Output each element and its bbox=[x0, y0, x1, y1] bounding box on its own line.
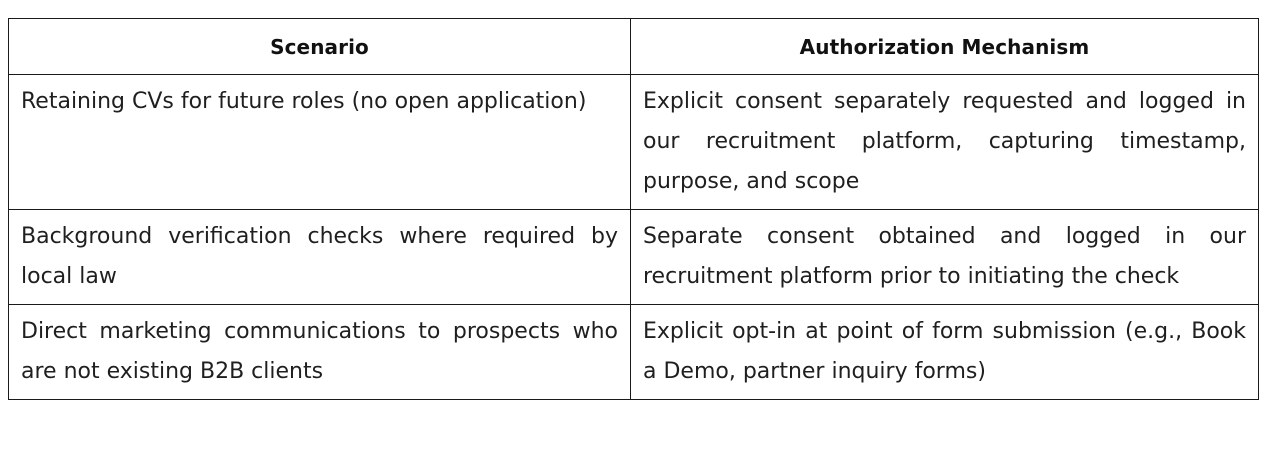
mechanism-cell: Explicit opt-in at point of form submiss… bbox=[630, 304, 1259, 400]
header-authorization-mechanism: Authorization Mechanism bbox=[630, 18, 1259, 75]
scenario-cell: Retaining CVs for future roles (no open … bbox=[8, 74, 631, 210]
table-row: Retaining CVs for future roles (no open … bbox=[8, 74, 1259, 210]
table-row: Direct marketing communications to prosp… bbox=[8, 304, 1259, 400]
authorization-table: Scenario Authorization Mechanism Retaini… bbox=[8, 18, 1259, 400]
table-row: Background verification checks where req… bbox=[8, 209, 1259, 305]
authorization-table-container: Scenario Authorization Mechanism Retaini… bbox=[8, 18, 1259, 400]
table-header-row: Scenario Authorization Mechanism bbox=[8, 18, 1259, 75]
mechanism-cell: Explicit consent separately requested an… bbox=[630, 74, 1259, 210]
scenario-cell: Direct marketing communications to prosp… bbox=[8, 304, 631, 400]
header-scenario: Scenario bbox=[8, 18, 631, 75]
mechanism-cell: Separate consent obtained and logged in … bbox=[630, 209, 1259, 305]
scenario-cell: Background verification checks where req… bbox=[8, 209, 631, 305]
